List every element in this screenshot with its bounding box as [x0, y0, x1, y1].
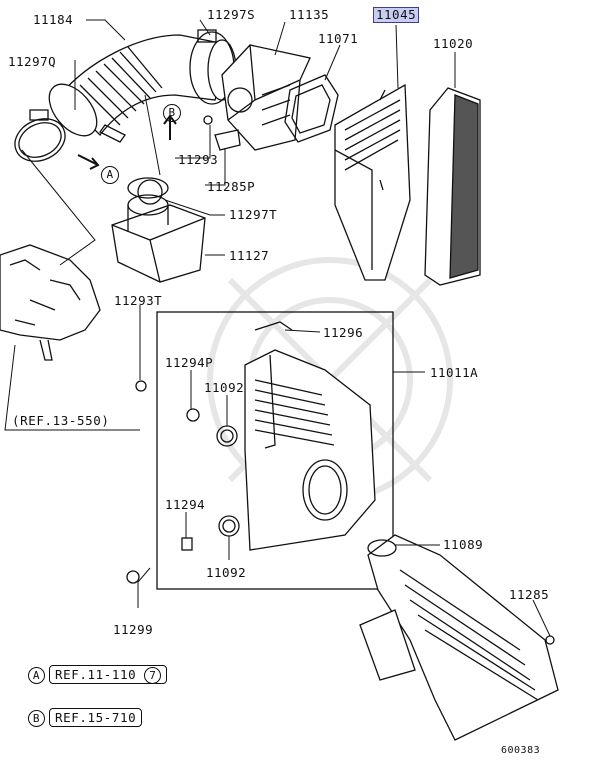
intake-duct	[359, 534, 559, 741]
ref-a-suffix: 7	[144, 667, 162, 684]
label-11294: 11294	[165, 497, 206, 512]
label-11285p: 11285P	[207, 179, 256, 194]
airflow-sensor	[221, 44, 311, 151]
marker-a: A	[101, 166, 119, 184]
label-11092-upper: 11092	[204, 380, 245, 395]
bushing-11294	[181, 537, 193, 551]
ref-a-box[interactable]: REF.11-110 7	[49, 665, 168, 684]
resonator	[111, 177, 206, 283]
clamp-11297t	[137, 179, 163, 205]
ref-a-marker: A	[28, 667, 45, 684]
ref-b-marker: B	[28, 710, 45, 727]
label-11092-lower: 11092	[206, 565, 247, 580]
label-11089: 11089	[443, 537, 484, 552]
label-11020: 11020	[433, 36, 474, 51]
marker-b: B	[163, 104, 181, 122]
label-11135: 11135	[289, 7, 330, 22]
clamp-11297q	[14, 109, 66, 162]
air-cleaner-case	[244, 349, 376, 551]
clip-11296	[254, 321, 293, 331]
air-cleaner-case-group-frame	[156, 311, 394, 590]
label-11297q: 11297Q	[8, 54, 57, 69]
air-cleaner-cover	[334, 83, 411, 281]
diagram-id: 600383	[501, 745, 541, 756]
grommet-11092-lower	[218, 515, 240, 537]
nut-11293t	[135, 380, 147, 392]
label-11297s: 11297S	[207, 7, 256, 22]
arrow-a	[77, 154, 100, 170]
gasket-11071	[284, 74, 339, 143]
label-11297t: 11297T	[229, 207, 278, 222]
leader-lines	[4, 19, 551, 637]
bolt-11293	[203, 115, 213, 125]
ref-13-550[interactable]: (REF.13-550)	[12, 413, 110, 428]
label-11045-highlighted[interactable]: 11045	[373, 7, 420, 23]
label-11127: 11127	[229, 248, 270, 263]
label-11071: 11071	[318, 31, 359, 46]
ref-b-box[interactable]: REF.15-710	[49, 708, 143, 727]
label-11294p: 11294P	[165, 355, 214, 370]
label-11299: 11299	[113, 622, 154, 637]
bracket-11285p	[214, 129, 241, 151]
label-11296: 11296	[323, 325, 364, 340]
intake-hose	[48, 34, 237, 143]
label-11184: 11184	[33, 12, 74, 27]
bolt-11294p	[186, 408, 200, 422]
bolt-11299	[126, 570, 140, 584]
air-filter-element	[424, 87, 481, 286]
label-11285: 11285	[509, 587, 550, 602]
label-11011a: 11011A	[430, 365, 479, 380]
label-11293: 11293	[178, 152, 219, 167]
label-11293t: 11293T	[114, 293, 163, 308]
engine-fragment	[0, 244, 101, 361]
bolt-11285	[545, 635, 555, 645]
ref-a-text: REF.11-110	[55, 667, 137, 682]
